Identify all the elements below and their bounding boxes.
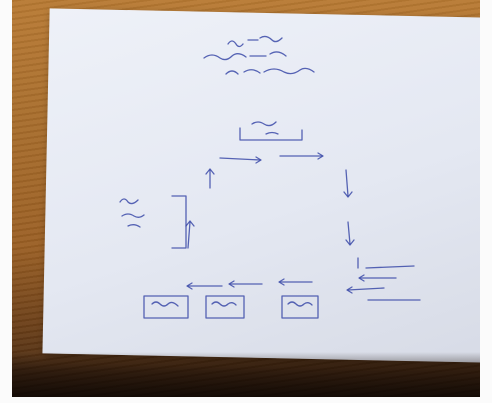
- bottom-arrows: [186, 278, 313, 290]
- right-arrows: [343, 169, 355, 246]
- top-box: [239, 121, 303, 141]
- right-lines: [346, 257, 421, 301]
- heading-scribble: [203, 35, 315, 75]
- handwritten-diagram: [119, 35, 421, 319]
- bottom-boxes: [143, 295, 319, 319]
- shadow-band: [12, 352, 480, 397]
- left-arrows: [185, 168, 215, 249]
- top-arrows: [219, 152, 324, 164]
- photo: [12, 0, 480, 397]
- left-bracket: [119, 195, 187, 249]
